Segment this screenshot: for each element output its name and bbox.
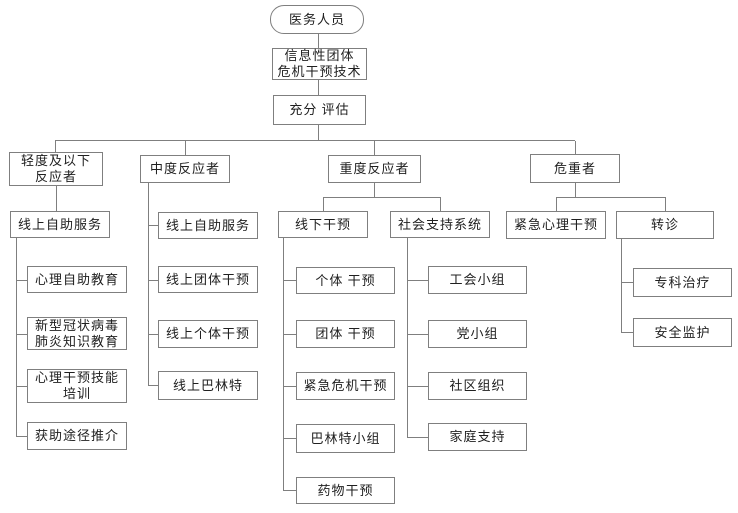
connector-line [407,280,428,281]
node-severe-responders: 重度反应者 [328,155,421,183]
node-covid19-knowledge-education: 新型冠状病毒 肺炎知识教育 [27,317,127,350]
connector-line [148,183,149,386]
connector-line [16,436,27,437]
connector-line [318,125,319,140]
connector-line [323,197,441,198]
node-online-balint: 线上巴林特 [158,371,258,400]
connector-line [283,386,296,387]
connector-line [318,34,319,48]
connector-line [283,238,284,490]
connector-line [283,438,296,439]
connector-line [16,334,27,335]
connector-line [318,80,319,95]
node-online-individual-intervention: 线上个体干预 [158,320,258,348]
connector-line [407,386,428,387]
node-family-support: 家庭支持 [428,423,527,451]
node-mild-responders: 轻度及以下 反应者 [9,152,103,186]
connector-line [56,186,57,211]
connector-line [407,238,408,437]
connector-line [323,198,324,211]
connector-line [556,197,666,198]
connector-line [575,141,576,154]
node-party-group: 党小组 [428,320,527,348]
node-social-support-system: 社会支持系统 [390,211,490,238]
connector-line [148,385,158,386]
connector-line [407,437,428,438]
node-critical-patients: 危重者 [530,154,620,183]
connector-line [621,239,622,332]
connector-line [407,334,428,335]
node-full-assessment: 充分 评估 [273,95,366,125]
node-psych-self-help-education: 心理自助教育 [27,266,127,293]
node-psych-intervention-skills-training: 心理干预技能 培训 [27,369,127,403]
connector-line [185,141,186,155]
node-safety-monitoring: 安全监护 [633,318,732,347]
node-mild-online-self-service: 线上自助服务 [10,211,110,238]
node-union-group: 工会小组 [428,266,527,294]
connector-line [440,198,441,211]
node-community-organization: 社区组织 [428,372,527,400]
connector-line [148,225,158,226]
connector-line [621,282,633,283]
node-online-group-intervention: 线上团体干预 [158,266,258,293]
node-offline-intervention: 线下干预 [278,211,368,238]
connector-line [665,198,666,211]
connector-line [16,280,27,281]
connector-line [575,183,576,197]
connector-line [283,334,296,335]
connector-line [374,141,375,155]
node-medication-intervention: 药物干预 [296,477,395,504]
node-group-intervention: 团体 干预 [296,320,395,348]
node-individual-intervention: 个体 干预 [296,267,395,294]
connector-line [55,141,56,152]
connector-line [55,140,575,141]
node-medical-staff: 医务人员 [270,5,364,34]
node-emergency-psych-intervention: 紧急心理干预 [506,211,606,239]
connector-line [283,490,296,491]
connector-line [283,280,296,281]
connector-line [556,198,557,211]
node-emergency-crisis-intervention: 紧急危机干预 [296,372,395,400]
connector-line [148,334,158,335]
node-informational-group-crisis-intervention-technique: 信息性团体 危机干预技术 [272,48,367,80]
node-moderate-responders: 中度反应者 [140,155,230,183]
node-referral: 转诊 [616,211,714,239]
connector-line [374,183,375,197]
connector-line [621,332,633,333]
connector-line [148,280,158,281]
node-help-channels-recommendation: 获助途径推介 [27,422,127,450]
node-balint-group: 巴林特小组 [296,424,395,453]
node-moderate-online-self-service: 线上自助服务 [158,212,258,239]
connector-line [16,238,17,436]
node-specialist-treatment: 专科治疗 [633,268,732,297]
connector-line [16,386,27,387]
